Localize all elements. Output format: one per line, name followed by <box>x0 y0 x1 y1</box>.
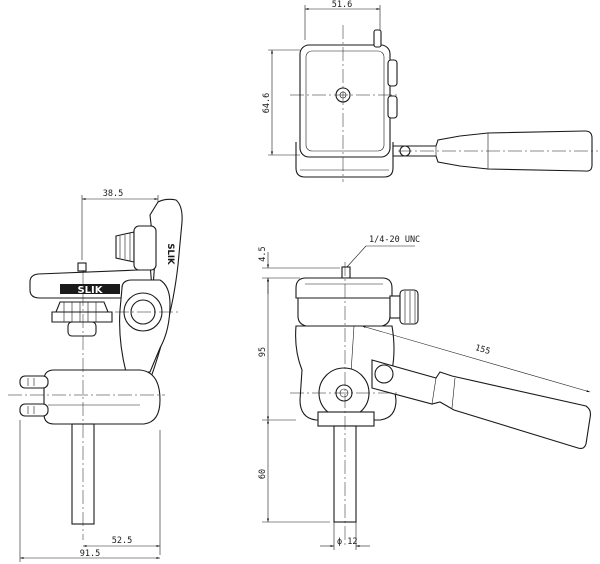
side-view: 38.5 SLIK SLIK <box>8 189 183 562</box>
top-view: 51.6 64.6 <box>262 0 598 182</box>
dim-column-length-label: 60 <box>258 469 268 479</box>
dim-handle-length-label: 155 <box>474 343 492 357</box>
dim-body-height-label: 95 <box>258 347 268 357</box>
thread-spec-label: 1/4-20 UNC <box>369 235 420 245</box>
dim-top-depth-label: 64.6 <box>262 93 272 113</box>
front-view: 1/4-20 UNC 4.5 <box>258 235 592 550</box>
slik-logo: SLIK <box>77 285 103 296</box>
slik-side-logo: SLIK <box>165 243 175 265</box>
dim-column-length: 60 <box>258 420 330 523</box>
dim-top-width: 51.6 <box>304 0 381 40</box>
dim-top-width-label: 51.6 <box>332 0 352 10</box>
dim-top-depth: 64.6 <box>262 49 300 156</box>
dim-side-total-label: 91.5 <box>80 549 100 559</box>
dim-body-height: 95 <box>258 278 296 421</box>
thread-callout: 1/4-20 UNC <box>345 235 420 269</box>
dim-side-offset-label: 38.5 <box>103 189 123 199</box>
dim-column-diameter: ϕ 12 <box>320 522 370 550</box>
dim-column-diameter-label: ϕ 12 <box>337 537 357 547</box>
dim-side-total: 91.5 <box>19 420 160 562</box>
dim-side-base: 52.5 <box>83 430 161 555</box>
dim-handle-length: 155 <box>361 325 591 393</box>
dim-side-base-label: 52.5 <box>112 536 132 546</box>
dim-plate-height-label: 4.5 <box>258 246 268 261</box>
